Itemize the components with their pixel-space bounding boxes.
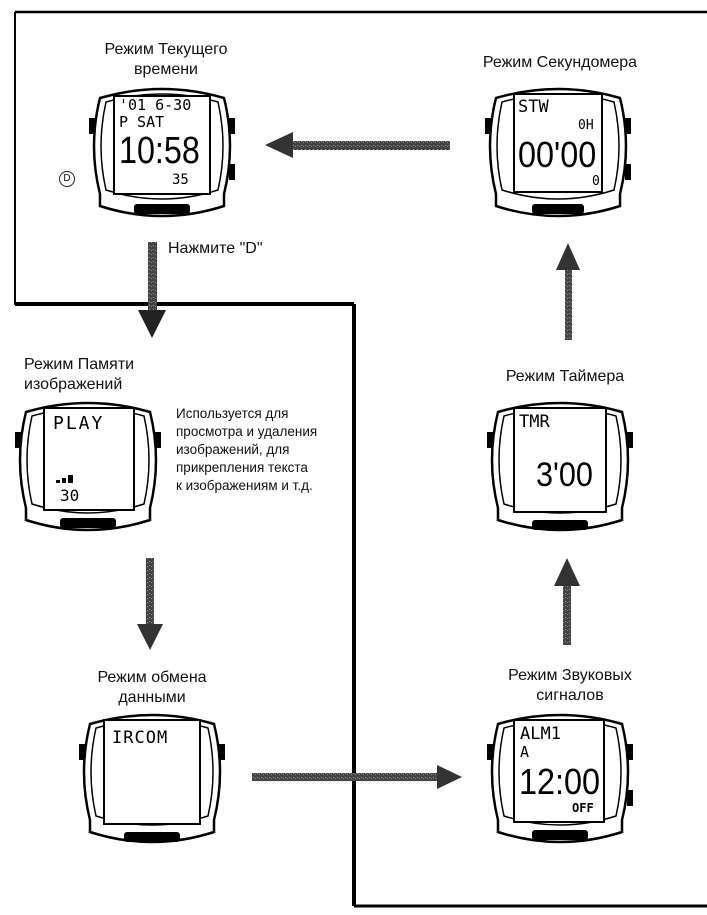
lcd-play-label: PLAY bbox=[53, 413, 105, 434]
arrow-alarm-to-timer bbox=[554, 558, 580, 645]
arrow-memory-to-ir bbox=[137, 558, 163, 650]
label-alarm: Режим Звуковых сигналов bbox=[508, 667, 632, 704]
lcd-alarm-label: ALM1 bbox=[520, 724, 561, 744]
watch-timer bbox=[480, 400, 640, 540]
watch-alarm bbox=[480, 712, 640, 852]
watch-image-memory bbox=[8, 400, 168, 540]
lcd-tmr-time: 3'00 bbox=[536, 456, 593, 494]
label-stopwatch: Режим Секундомера bbox=[482, 54, 638, 71]
arrow-stopwatch-to-time bbox=[265, 132, 450, 158]
top-frame bbox=[14, 10, 707, 908]
label-press-d: Нажмите "D" bbox=[168, 240, 263, 257]
watch-body bbox=[89, 87, 235, 218]
lcd-date-line: '01 6-30 bbox=[119, 96, 192, 114]
label-data-exchange: Режим обмена данными bbox=[97, 669, 207, 706]
label-timer: Режим Таймера bbox=[505, 368, 625, 385]
lcd-tmr-label: TMR bbox=[519, 412, 550, 432]
lcd-alarm-time: 12:00 bbox=[519, 761, 601, 802]
lcd-stw-hours: 0H bbox=[578, 118, 594, 133]
arrow-timer-to-stopwatch bbox=[556, 243, 580, 340]
watch-stopwatch bbox=[478, 86, 638, 226]
lcd-stw-label: STW bbox=[518, 97, 549, 117]
arrow-time-to-memory bbox=[138, 242, 166, 338]
lcd-play-count: 30 bbox=[60, 486, 80, 505]
lcd-alarm-status: OFF bbox=[572, 801, 594, 815]
lcd-ircom-label: IRCOM bbox=[112, 728, 169, 748]
image-memory-description: Используется для просмотра и удаления из… bbox=[176, 406, 318, 493]
lcd-ampm-day: P SAT bbox=[119, 113, 165, 131]
d-button-icon[interactable]: D bbox=[59, 171, 75, 187]
arrow-ir-to-alarm bbox=[252, 765, 462, 789]
watch-current-time bbox=[82, 86, 242, 226]
watch-body bbox=[487, 713, 633, 844]
watch-data-exchange bbox=[72, 712, 232, 852]
watch-body bbox=[485, 87, 631, 218]
lcd-seconds: 35 bbox=[172, 172, 189, 188]
lcd-stw-time: 00'00 bbox=[518, 134, 597, 175]
watch-body bbox=[487, 401, 633, 532]
label-image-memory: Режим Памяти изображений bbox=[24, 356, 135, 393]
lcd-alarm-sub: A bbox=[520, 743, 530, 761]
lcd-stw-small: 0 bbox=[592, 174, 600, 189]
lcd-time: 10:58 bbox=[119, 130, 200, 172]
watch-body bbox=[15, 401, 161, 532]
watch-body bbox=[79, 713, 225, 844]
label-current-time: Режим Текущего времени bbox=[104, 41, 228, 78]
